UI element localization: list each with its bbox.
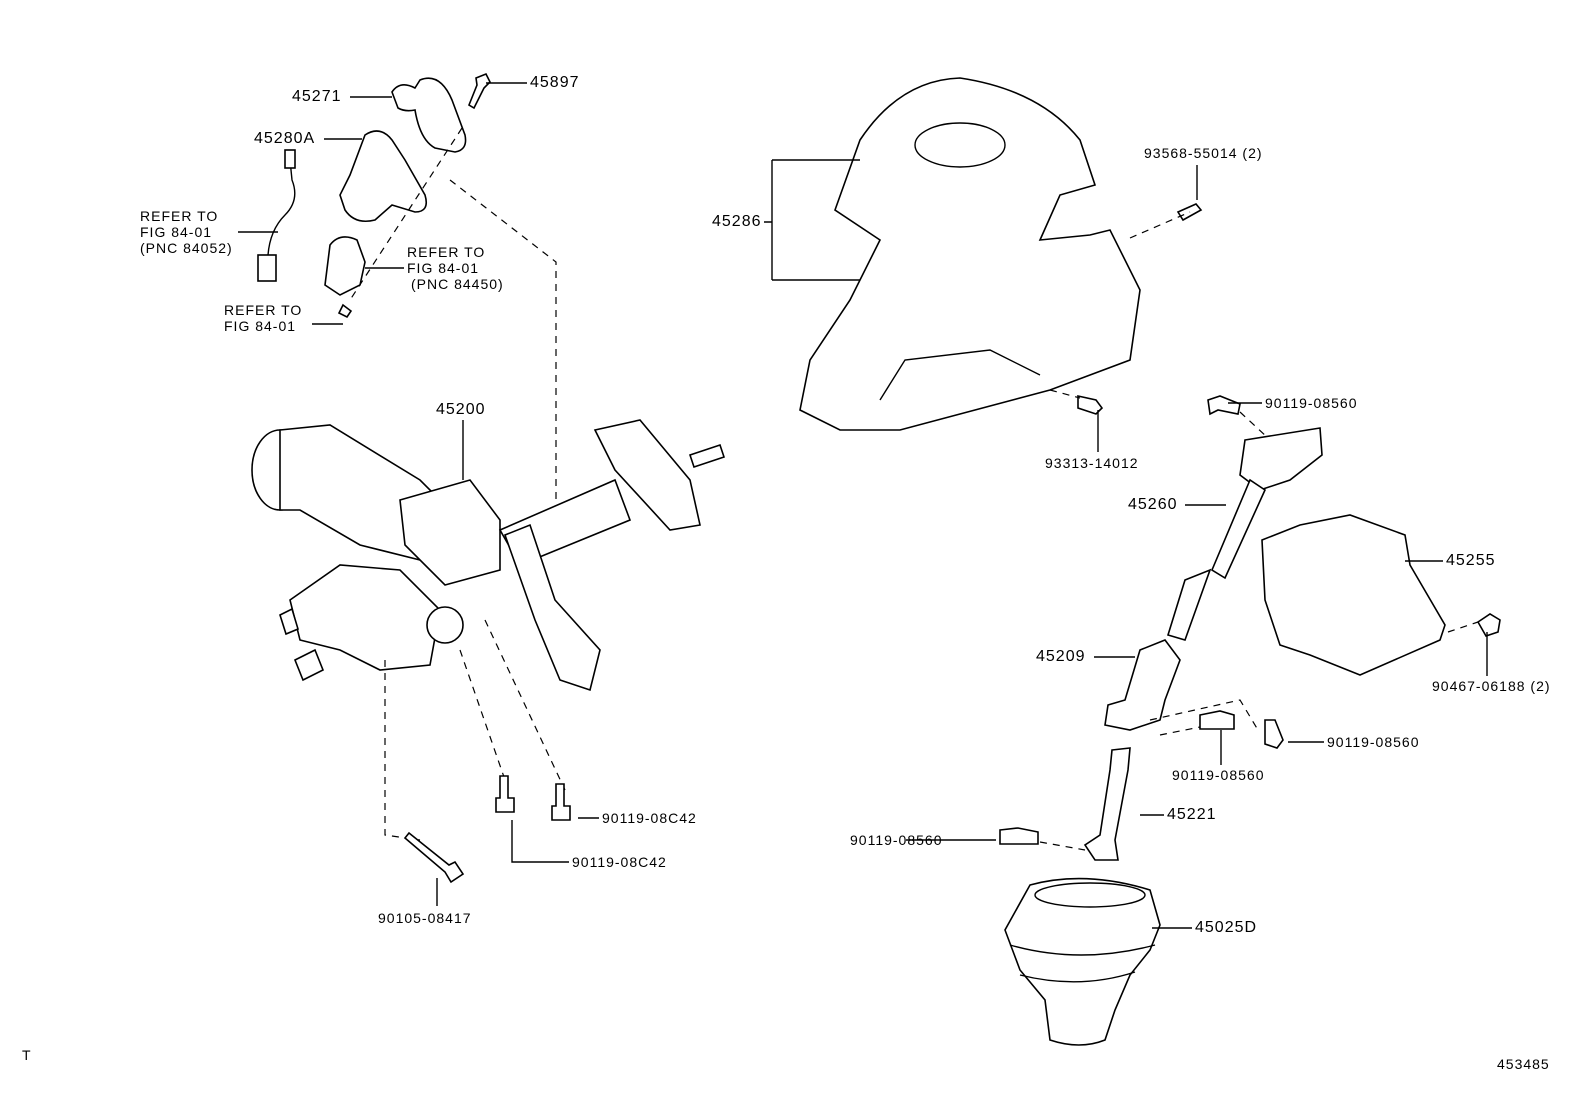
universal-joint-45209 [1104,639,1181,731]
bolt-90119-08c42-b [551,783,571,821]
figure-code: 453485 [1497,1056,1550,1072]
column-cover-45286 [799,77,1141,431]
callout-90119-08c42-b: 90119-08C42 [572,854,667,870]
callout-45221: 45221 [1167,806,1217,823]
screw-93568-55014 [1176,203,1203,222]
callout-90119-08c42-a: 90119-08C42 [602,810,697,826]
boot-45025d [1004,877,1161,1046]
switch-84450 [324,236,366,296]
callout-45280a: 45280A [254,130,316,147]
bolt-90119-08560-lower [999,827,1039,845]
connector-plug [257,254,277,282]
ref-line-3: (PNC 84450) [411,276,504,292]
ref-line-2: FIG 84-01 [140,224,213,240]
callout-93568-55014: 93568-55014 (2) [1144,145,1263,161]
callout-refer-fig: REFER TO FIG 84-01 [224,302,302,334]
ref-line-1: REFER TO [140,208,219,224]
ref-line-2: FIG 84-01 [224,318,297,334]
housing-45280a [339,130,428,223]
callout-45260: 45260 [1128,496,1178,513]
bolt-90119-08c42-a [495,775,515,813]
intermediate-shaft-45260 [1239,427,1323,491]
callout-90119-08560-right: 90119-08560 [1327,734,1420,750]
callout-refer-84052: REFER TO FIG 84-01 (PNC 84052) [140,208,233,256]
bolt-90105-08417 [403,831,465,884]
callout-93313-14012: 93313-14012 [1045,455,1139,471]
ref-line-1: REFER TO [407,244,486,260]
callout-45025d: 45025D [1195,919,1258,936]
callout-45255: 45255 [1446,552,1496,569]
leader-lines [238,82,1488,929]
callout-90467-06188: 90467-06188 (2) [1432,678,1551,694]
callout-90119-08560-top: 90119-08560 [1265,395,1358,411]
bolt-90119-08560-right [1264,719,1284,749]
screw-93313-14012 [1077,395,1104,415]
callout-45200: 45200 [436,401,486,418]
callout-45286: 45286 [712,213,762,230]
callout-90119-08560-mid: 90119-08560 [1172,767,1265,783]
cover-45255 [1261,514,1446,676]
callout-45897: 45897 [530,74,580,91]
steering-column-45200 [251,419,726,692]
corner-mark: T [22,1047,32,1063]
ref-line-3: (PNC 84052) [140,240,233,256]
clamp-45271 [391,77,467,153]
lower-shaft-45221 [1083,747,1131,861]
callout-45209: 45209 [1036,648,1086,665]
callout-45271: 45271 [292,88,342,105]
ref-line-2: FIG 84-01 [407,260,480,276]
callout-90119-08560-lower: 90119-08560 [850,832,943,848]
callout-refer-84450: REFER TO FIG 84-01 (PNC 84450) [407,244,504,292]
bolt-90119-08560-mid [1199,710,1235,730]
callout-90105-08417: 90105-08417 [378,910,472,926]
screw-45897 [468,72,491,110]
ref-line-1: REFER TO [224,302,303,318]
bolt-90119-08560-top [1207,395,1241,416]
